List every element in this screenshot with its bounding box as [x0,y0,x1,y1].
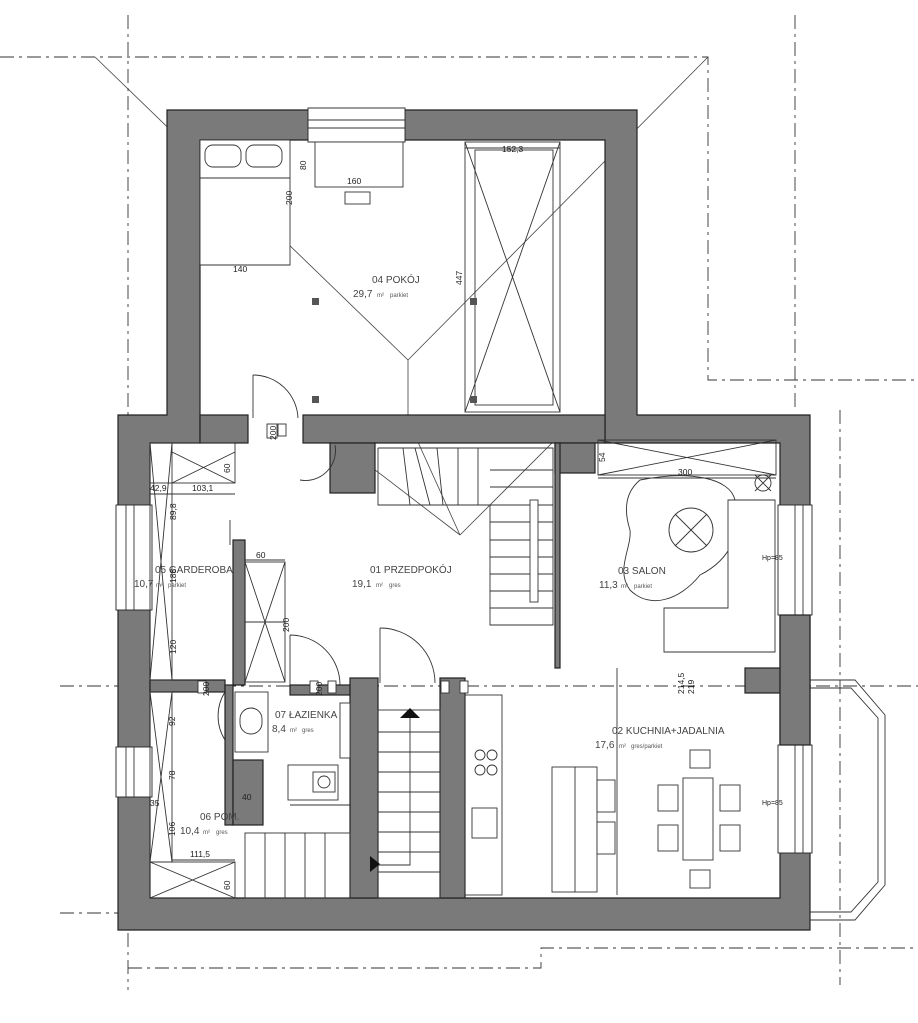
svg-text:m²: m² [156,583,163,589]
svg-text:447: 447 [454,271,464,285]
svg-text:m²: m² [619,744,626,750]
svg-text:152,3: 152,3 [502,144,524,154]
room-label-lazienka: 07 ŁAZIENKA 8,4 m² gres [272,710,338,735]
svg-text:19,1: 19,1 [352,579,372,590]
windows [115,107,813,854]
svg-text:m²: m² [376,583,383,589]
svg-text:40: 40 [242,792,252,802]
svg-text:m²: m² [377,293,384,299]
svg-text:gres: gres [216,830,228,836]
room-label-pokoj: 04 POKÓJ 29,7 m² parkiet [353,273,420,300]
svg-text:m²: m² [203,830,210,836]
svg-text:01 PRZEDPOKÓJ: 01 PRZEDPOKÓJ [370,563,452,576]
svg-text:m²: m² [621,584,628,590]
doors [217,444,436,741]
stairs [244,447,554,899]
svg-text:300: 300 [678,467,692,477]
bedroom-furniture [199,139,561,419]
svg-text:parkiet: parkiet [634,584,652,590]
svg-text:07 ŁAZIENKA: 07 ŁAZIENKA [275,710,338,721]
svg-text:214,5: 214,5 [676,672,686,694]
svg-text:35: 35 [150,798,160,808]
svg-text:04 POKÓJ: 04 POKÓJ [372,273,420,286]
svg-text:60: 60 [222,463,232,473]
svg-text:05 GARDEROBA: 05 GARDEROBA [155,565,233,576]
svg-text:8,4: 8,4 [272,724,286,735]
svg-text:160: 160 [347,176,361,186]
kitchen-dining-furniture [464,668,741,896]
svg-text:106: 106 [167,822,177,836]
room-label-salon: 03 SALON 11,3 m² parkiet [599,566,666,591]
svg-text:188: 188 [168,569,178,583]
svg-text:200: 200 [268,426,278,440]
svg-text:89,8: 89,8 [168,503,178,520]
door-markers [197,423,469,694]
svg-text:11,3: 11,3 [599,580,618,591]
bathroom-fixtures [234,691,351,806]
svg-text:02 KUCHNIA+JADALNIA: 02 KUCHNIA+JADALNIA [612,726,725,737]
svg-text:200: 200 [284,191,294,205]
room-label-pom: 06 POM. 10,4 m² gres [180,812,239,837]
svg-text:92: 92 [167,716,177,726]
svg-text:80: 80 [298,160,308,170]
svg-text:200: 200 [281,618,291,632]
svg-text:200: 200 [314,682,324,696]
room-label-przedpokoj: 01 PRZEDPOKÓJ 19,1 m² gres [352,563,452,590]
svg-text:parkiet: parkiet [168,583,186,589]
svg-text:10,7: 10,7 [134,579,154,590]
room-label-kuchnia: 02 KUCHNIA+JADALNIA 17,6 m² gres/parkiet [595,726,725,751]
svg-text:Hp=85: Hp=85 [762,555,783,562]
svg-text:219: 219 [686,680,696,694]
svg-text:200: 200 [201,682,211,696]
svg-text:gres/parkiet: gres/parkiet [631,744,663,750]
svg-text:Hp=85: Hp=85 [762,800,783,807]
svg-text:120: 120 [168,640,178,654]
svg-text:111,5: 111,5 [190,849,210,859]
room-label-garderoba: 05 GARDEROBA 10,7 m² parkiet [134,565,233,590]
svg-text:60: 60 [256,550,266,560]
svg-text:78: 78 [167,770,177,780]
bay-window [810,679,886,921]
svg-text:03 SALON: 03 SALON [618,566,666,577]
svg-text:06 POM.: 06 POM. [200,812,239,823]
salon-furniture [597,439,777,653]
svg-text:gres: gres [302,728,314,734]
svg-text:10,4: 10,4 [180,826,200,837]
svg-text:17,6: 17,6 [595,740,615,751]
svg-text:29,7: 29,7 [353,289,373,300]
svg-text:42,9: 42,9 [150,483,167,493]
svg-text:103,1: 103,1 [192,483,214,493]
interior-walls [149,414,811,899]
svg-text:gres: gres [389,583,401,589]
svg-text:60: 60 [222,880,232,890]
svg-text:parkiet: parkiet [390,293,408,299]
wardrobe-furniture [149,442,286,683]
storage-furniture [149,691,236,899]
dimensions: 80 160 200 140 152,3 447 200 54 300 60 4… [150,144,783,890]
svg-text:140: 140 [233,264,247,274]
svg-text:54: 54 [597,452,607,462]
svg-text:m²: m² [290,728,297,734]
